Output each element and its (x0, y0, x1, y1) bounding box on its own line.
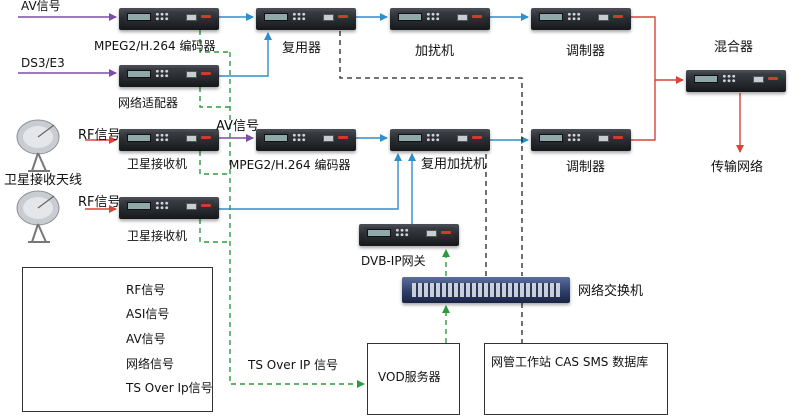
ds3-input-label: DS3/E3 (21, 56, 65, 70)
rf-arrow (631, 16, 684, 84)
mux-scrambler-label: 复用加扰机 (421, 157, 487, 172)
vod-server-box (367, 343, 460, 415)
ts-over-ip-arrow (229, 52, 365, 388)
sat-antenna-label: 卫星接收天线 (4, 173, 83, 188)
vod-server-label: VOD服务器 (378, 370, 441, 384)
av-signal-mid-label: AV信号 (216, 119, 259, 134)
modulator-top-label: 调制器 (566, 44, 606, 59)
mux-label: 复用器 (282, 41, 322, 56)
mixer-device (686, 70, 786, 92)
legend-label: RF信号 (126, 283, 166, 297)
transmission-network-label: 传输网络 (711, 160, 764, 175)
mux-scrambler-device (390, 129, 490, 151)
ts-over-ip-line (199, 30, 230, 53)
ts-over-ip-label: TS Over IP 信号 (248, 358, 339, 372)
encoder-top-label: MPEG2/H.264 编码器 (94, 39, 216, 53)
rf-signal-label-1: RF信号 (78, 128, 121, 143)
network-switch-label: 网络交换机 (578, 284, 644, 299)
av-signal-input-label: AV信号 (21, 0, 61, 13)
legend-item-rf: RF信号 (30, 281, 200, 297)
legend-item-network: 网络信号 (30, 355, 200, 371)
satellite-dish-icon (16, 190, 60, 243)
scrambler-label: 加扰机 (415, 44, 455, 59)
rf-signal-label-2: RF信号 (78, 195, 121, 210)
sat-receiver-1-label: 卫星接收机 (127, 157, 188, 171)
dvb-ip-gateway-label: DVB-IP网关 (361, 254, 426, 268)
management-box (484, 343, 668, 415)
asi-arrow (219, 153, 402, 210)
ts-over-ip-line (199, 151, 230, 175)
sat-receiver-1-device (119, 129, 219, 151)
encoder-mid-device (256, 129, 356, 151)
ts-over-ip-line (199, 87, 230, 108)
network-line (339, 31, 523, 276)
satellite-dish-icon (16, 119, 60, 172)
legend-item-asi: ASI信号 (30, 305, 200, 321)
scrambler-device (390, 8, 490, 30)
legend-item-av: AV信号 (30, 330, 200, 346)
legend-label: ASI信号 (126, 307, 170, 321)
net-adapter-device (119, 65, 219, 87)
ts-over-ip-line (199, 219, 230, 243)
rf-arrow (631, 80, 656, 141)
encoder-mid-label: MPEG2/H.264 编码器 (229, 158, 351, 172)
net-adapter-label: 网络适配器 (118, 96, 179, 110)
mixer-label: 混合器 (714, 40, 754, 55)
mux-device (256, 8, 356, 30)
modulator-top-device (531, 8, 631, 30)
network-switch-device (402, 277, 570, 303)
asi-arrow (219, 32, 272, 77)
dvb-ip-gateway-device (359, 224, 459, 246)
legend-label: 网络信号 (126, 357, 175, 371)
legend-label: AV信号 (126, 332, 166, 346)
legend-box (22, 267, 213, 412)
modulator-mid-label: 调制器 (566, 160, 606, 175)
modulator-mid-device (531, 129, 631, 151)
legend-label: TS Over Ip信号 (126, 381, 213, 395)
encoder-top-device (119, 8, 219, 30)
sat-receiver-2-label: 卫星接收机 (127, 229, 188, 243)
sat-receiver-2-device (119, 197, 219, 219)
management-label: 网管工作站 CAS SMS 数据库 (491, 355, 649, 369)
legend-item-tsoverip: TS Over Ip信号 (30, 379, 213, 395)
